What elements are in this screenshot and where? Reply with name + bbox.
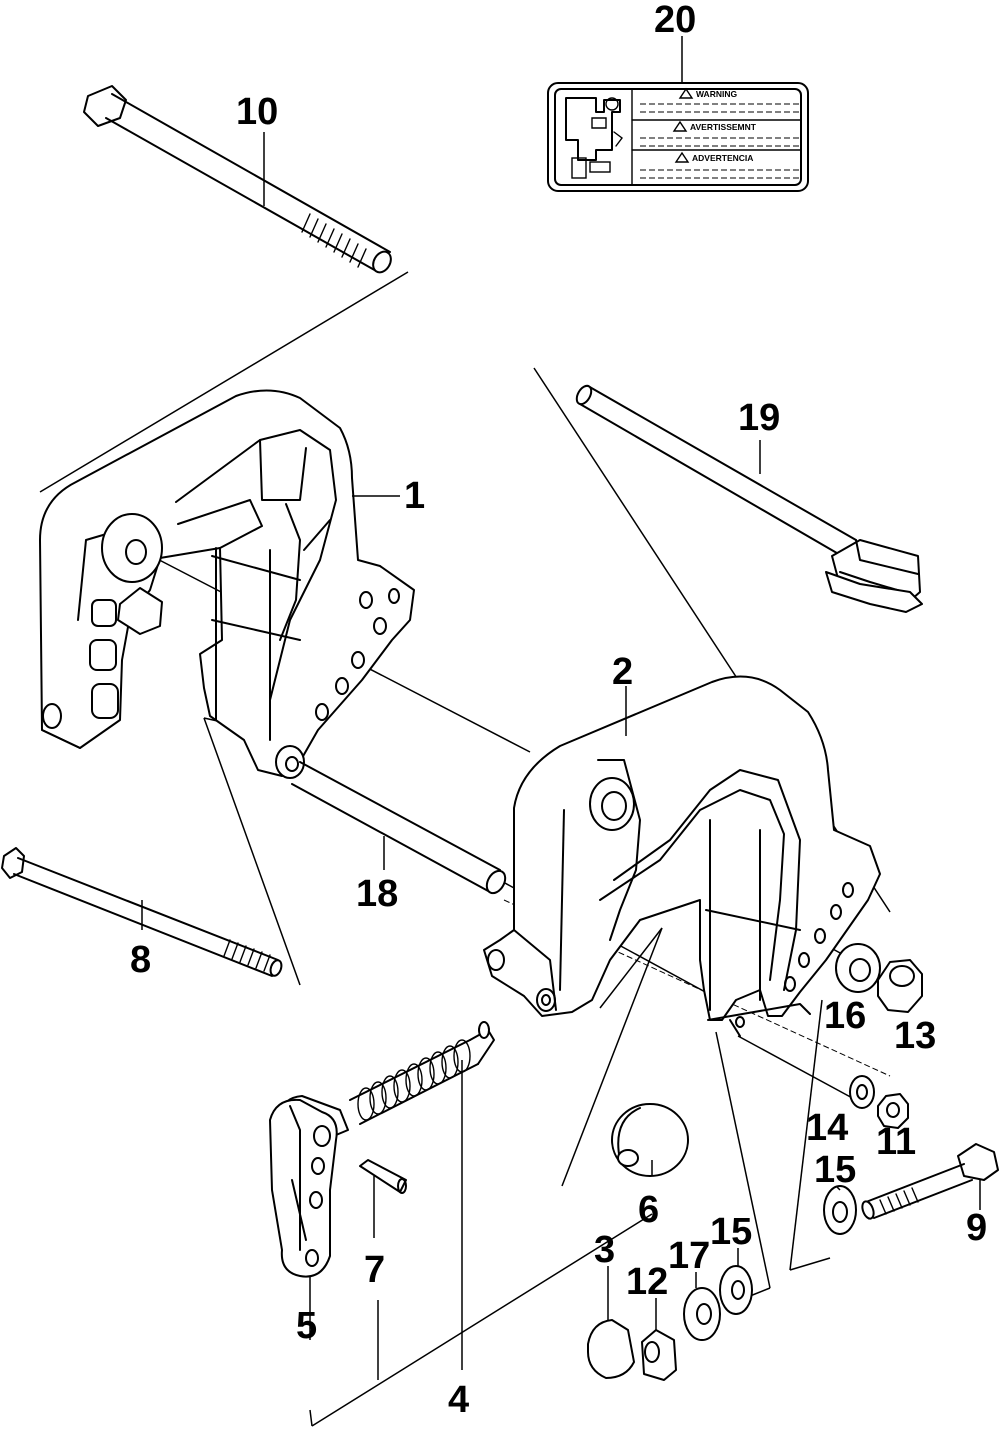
warning-triangle-icon [678,87,694,99]
part-11-nut [877,1093,909,1129]
part-19-tilt-pin [575,384,923,613]
label-part-18: 18 [356,873,398,915]
warning-decal: WARNING AVERTISSEMNT ADVERTENCIA [547,82,809,192]
part-14-washer [849,1075,875,1109]
label-part-2: 2 [612,651,633,693]
label-part-17: 17 [668,1235,710,1277]
label-part-12: 12 [626,1261,668,1303]
part-3-cap [587,1319,635,1379]
label-part-4: 4 [448,1379,469,1421]
label-part-15-left: 15 [710,1211,752,1253]
advertencia-triangle-icon [674,151,690,163]
decal-avertissement-text: AVERTISSEMNT [690,122,757,132]
part-17-washer [683,1287,721,1341]
part-9-bolt [861,1143,999,1220]
part-12-bushing [641,1329,677,1381]
part-1-clamp-bracket [39,389,415,779]
part-15-washer-left [719,1265,753,1315]
label-part-19: 19 [738,397,780,439]
label-part-1: 1 [404,475,425,517]
part-15-washer-right [823,1185,857,1235]
label-part-13: 13 [894,1015,936,1057]
decal-advertencia-text: ADVERTENCIA [692,153,753,163]
avertissement-triangle-icon [672,120,688,132]
label-part-16: 16 [824,995,866,1037]
part-10-clamp-bolt [83,85,392,274]
part-13-nut [877,959,923,1013]
part-8-bolt [1,847,283,977]
part-6-cap [611,1103,689,1177]
label-part-10: 10 [236,91,278,133]
label-part-3: 3 [594,1229,615,1271]
label-part-14: 14 [806,1107,848,1149]
label-part-8: 8 [130,939,151,981]
part-2-clamp-bracket [483,675,881,1037]
label-part-20: 20 [654,0,696,41]
label-part-7: 7 [364,1249,385,1291]
label-part-15-right: 15 [814,1149,856,1191]
part-7-pin [359,1159,407,1194]
label-part-5: 5 [296,1305,317,1347]
part-5-handle [269,1098,338,1278]
label-part-6: 6 [638,1189,659,1231]
part-18-tilt-tube [291,761,507,895]
label-part-11: 11 [876,1121,916,1163]
decal-warning-text: WARNING [696,89,737,99]
part-16-washer [835,943,881,993]
part-number-labels: 20 10 19 1 2 18 8 16 13 14 11 15 9 6 15 … [130,0,987,1421]
label-leader-lines [141,36,981,1427]
label-part-9: 9 [966,1207,987,1249]
